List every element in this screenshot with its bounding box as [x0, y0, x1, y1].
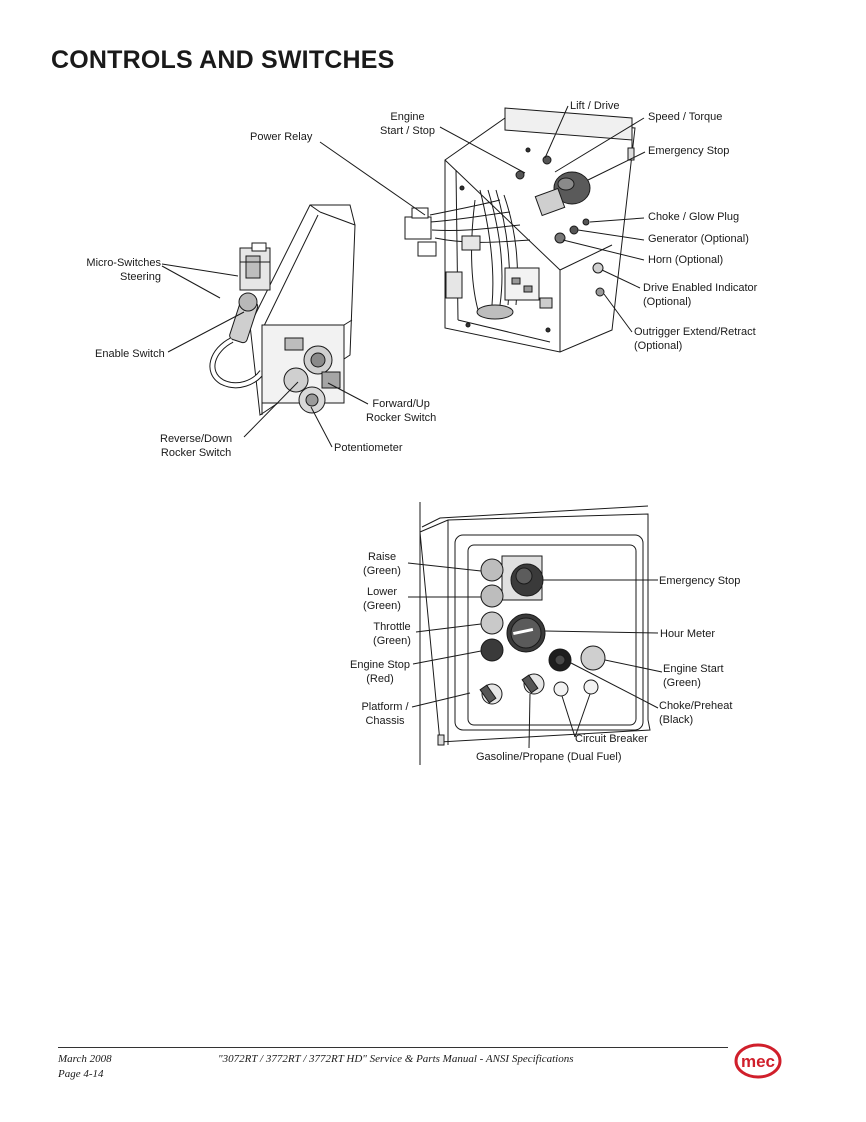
label-emergency-stop-top: Emergency Stop — [648, 145, 730, 157]
footer-date: March 2008 — [58, 1053, 112, 1065]
label-potentiometer: Potentiometer — [334, 442, 403, 454]
label-reverse-down-rocker: Reverse/Down Rocker Switch — [160, 433, 233, 459]
label-circuit-breaker: Circuit Breaker — [575, 733, 648, 745]
footer-manual-title: "3072RT / 3772RT / 3772RT HD" Service & … — [218, 1053, 574, 1065]
label-choke-glow-plug: Choke / Glow Plug — [648, 211, 740, 223]
label-throttle: Throttle (Green) — [373, 621, 411, 647]
label-choke-preheat: Choke/Preheat (Black) — [659, 700, 733, 726]
label-lift-drive: Lift / Drive — [570, 100, 620, 112]
label-horn: Horn (Optional) — [648, 254, 724, 266]
top-leader-lines — [161, 105, 646, 448]
label-engine-stop: Engine Stop (Red) — [350, 659, 410, 685]
label-power-relay: Power Relay — [250, 131, 313, 143]
label-hour-meter: Hour Meter — [660, 628, 716, 640]
bottom-leader-lines — [407, 562, 663, 749]
mec-logo: mec — [734, 1043, 782, 1079]
footer-page-number: Page 4-14 — [58, 1068, 104, 1080]
label-engine-start: Engine Start (Green) — [663, 663, 724, 689]
label-speed-torque: Speed / Torque — [648, 111, 723, 123]
label-engine-start-stop: Engine Start / Stop — [380, 111, 436, 137]
logo-text: mec — [741, 1052, 775, 1071]
control-panel-assembly — [419, 502, 651, 765]
label-gasoline-propane: Gasoline/Propane (Dual Fuel) — [476, 751, 622, 763]
footer-rule — [58, 1047, 728, 1048]
label-micro-switches: Micro-Switches Steering — [86, 257, 161, 283]
control-box-assembly — [404, 107, 636, 353]
label-drive-enabled-indicator: Drive Enabled Indicator (Optional) — [643, 282, 758, 308]
label-raise: Raise (Green) — [363, 551, 401, 577]
page-title: CONTROLS AND SWITCHES — [51, 46, 395, 74]
label-platform-chassis: Platform / Chassis — [361, 701, 409, 727]
label-forward-up-rocker: Forward/Up Rocker Switch — [366, 398, 437, 424]
label-outrigger: Outrigger Extend/Retract (Optional) — [634, 326, 756, 352]
steering-control-assembly — [209, 204, 356, 416]
label-emergency-stop-bottom: Emergency Stop — [659, 575, 741, 587]
label-enable-switch: Enable Switch — [95, 348, 165, 360]
label-generator: Generator (Optional) — [648, 233, 749, 245]
label-lower: Lower (Green) — [363, 586, 401, 612]
